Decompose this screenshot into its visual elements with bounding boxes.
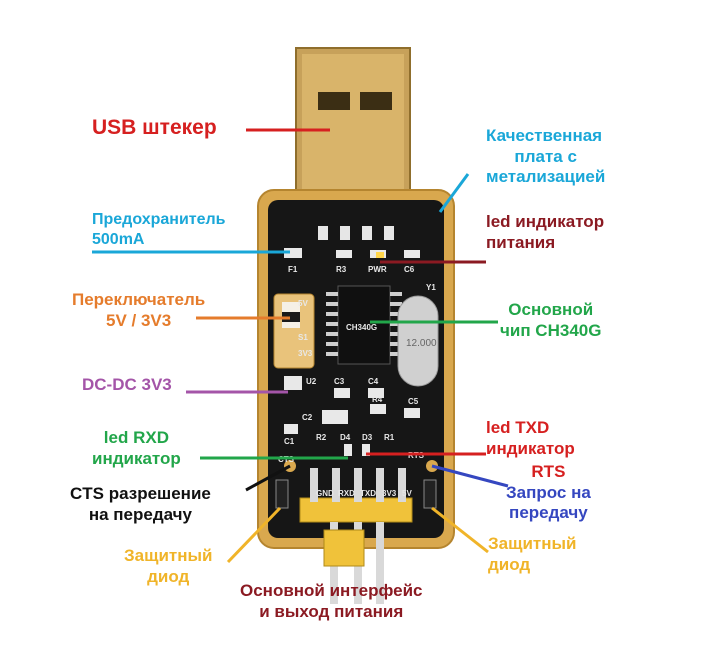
label-plating-line2: плата с xyxy=(514,146,577,166)
silkscreen-text: R1 xyxy=(384,433,395,442)
voltage-switch xyxy=(273,293,315,369)
label-rts-line2: Запрос на xyxy=(506,482,591,502)
label-rts: RTS Запрос на передачу xyxy=(506,462,591,524)
silkscreen-text: D3 xyxy=(362,433,373,442)
label-fuse-line2: 500mA xyxy=(92,230,145,248)
label-cts-line2: на передачу xyxy=(88,504,192,524)
label-rts-line3: передачу xyxy=(509,503,588,523)
silkscreen-text: R2 xyxy=(316,433,327,442)
silkscreen-text: R4 xyxy=(372,395,383,404)
rxd-led xyxy=(344,444,352,456)
label-diode-left-line2: диод xyxy=(147,566,190,586)
silkscreen-text: C6 xyxy=(404,265,415,274)
label-plating-line1: Качественная xyxy=(486,126,603,145)
silkscreen-text: Y1 xyxy=(426,283,436,292)
fuse-component xyxy=(284,248,302,258)
leader-line-diode-left xyxy=(226,506,282,564)
silkscreen-text: U2 xyxy=(306,377,317,386)
label-dcdc-text: DC-DC 3V3 xyxy=(82,375,172,394)
protection-diode-right xyxy=(423,479,437,509)
label-diode-right-line1: Защитный xyxy=(488,534,577,553)
label-usb-text: USB штекер xyxy=(92,116,217,139)
label-power-led-line2: питания xyxy=(486,232,556,252)
label-txd-led: led TXD индикатор xyxy=(486,418,575,459)
silkscreen-text: F1 xyxy=(288,265,298,274)
label-cts-line1: CTS разрешение xyxy=(70,484,211,503)
silkscreen-text: D4 xyxy=(340,433,351,442)
label-main-chip-line2: чип CH340G xyxy=(500,320,602,340)
capacitors xyxy=(284,388,420,434)
silkscreen-text: C4 xyxy=(368,377,379,386)
label-dcdc: DC-DC 3V3 xyxy=(82,375,172,396)
label-fuse-line1: Предохранитель xyxy=(92,211,226,228)
label-power-led-line1: led индикатор xyxy=(486,212,605,231)
label-switch-line2: 5V / 3V3 xyxy=(106,310,172,330)
leader-line-diode-right xyxy=(431,506,489,554)
label-main-chip-line1: Основной xyxy=(508,300,594,319)
silkscreen-text: 3V3 xyxy=(382,489,397,498)
label-interface-line2: и выход питания xyxy=(259,601,404,621)
txd-led xyxy=(362,444,370,456)
label-interface-line1: Основной интерфейс xyxy=(240,581,423,600)
crystal-oscillator xyxy=(397,295,439,387)
label-rts-line1: RTS xyxy=(531,462,566,481)
power-led xyxy=(376,252,384,258)
silkscreen-text: C2 xyxy=(302,413,313,422)
label-diode-right-line2: диод xyxy=(488,554,531,574)
silkscreen-text: C1 xyxy=(284,437,295,446)
silkscreen-text: PWR xyxy=(368,265,387,274)
silkscreen-text: 5V xyxy=(402,489,412,498)
dcdc-component xyxy=(284,376,302,390)
label-switch: Переключатель 5V / 3V3 xyxy=(72,290,205,331)
label-rxd-line1: led RXD xyxy=(103,428,169,447)
crystal-label: 12.000 xyxy=(406,338,437,349)
label-cts: CTS разрешение на передачу xyxy=(70,484,211,525)
label-txd-line1: led TXD xyxy=(486,418,550,437)
label-interface: Основной интерфейс и выход питания xyxy=(240,581,423,622)
silkscreen-text: CH340G xyxy=(346,323,377,332)
silkscreen-text: C5 xyxy=(408,397,419,406)
label-diode-left-line1: Защитный xyxy=(124,546,213,565)
leader-line-plating xyxy=(438,173,470,213)
silkscreen-text: 3V3 xyxy=(298,349,313,358)
leader-line-rts xyxy=(431,464,509,488)
label-txd-line2: индикатор xyxy=(486,438,575,458)
protection-diode-left xyxy=(275,479,289,509)
silkscreen-text: GND xyxy=(316,489,334,498)
usb-pins xyxy=(318,226,394,240)
label-diode-right: Защитный диод xyxy=(488,534,576,575)
ch340g-chip xyxy=(326,285,402,365)
label-plating-line3: метализацией xyxy=(486,167,606,187)
label-diode-left: Защитный диод xyxy=(124,546,212,587)
label-usb-plug: USB штекер xyxy=(92,115,217,141)
silkscreen-text: 5V xyxy=(298,299,308,308)
silkscreen-text: S1 xyxy=(298,333,308,342)
silkscreen-text: C3 xyxy=(334,377,345,386)
label-rxd-led: led RXD индикатор xyxy=(92,428,181,469)
silkscreen-text: RXD xyxy=(338,489,355,498)
label-switch-line1: Переключатель xyxy=(72,290,206,309)
label-fuse: Предохранитель 500mA xyxy=(92,210,226,249)
label-power-led: led индикатор питания xyxy=(486,212,604,253)
label-main-chip: Основной чип CH340G xyxy=(500,300,601,341)
leader-lines xyxy=(92,128,509,564)
label-plating: Качественная плата с метализацией xyxy=(486,126,605,188)
label-rxd-line2: индикатор xyxy=(92,448,181,468)
silkscreen-text: R3 xyxy=(336,265,347,274)
leader-line-cts xyxy=(245,464,291,492)
silkscreen-text: TXD xyxy=(360,489,376,498)
pin-header xyxy=(299,468,413,604)
